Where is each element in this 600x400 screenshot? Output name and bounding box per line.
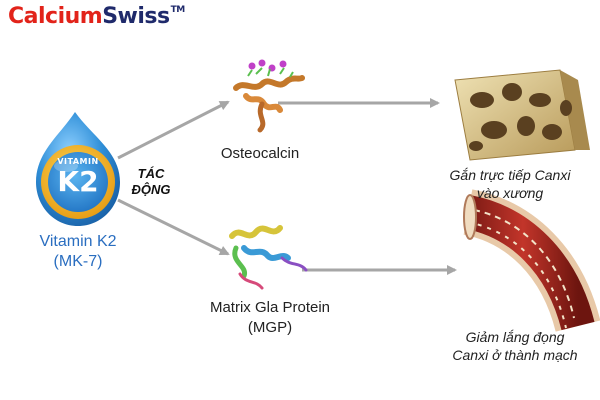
bone-result-line1: Gắn trực tiếp Canxi: [449, 167, 571, 183]
vitamin-k2-drop-icon: [36, 112, 120, 226]
vitamin-badge-main-text: K2: [57, 165, 99, 198]
brand-logo: CalciumSwissTM: [8, 4, 185, 29]
mgp-label: Matrix Gla Protein (MGP): [190, 298, 350, 338]
vitamin-label: Vitamin K2 (MK-7): [28, 232, 128, 272]
vitamin-badge-top-text: VITAMIN: [57, 157, 99, 166]
vitamin-label-line1: Vitamin K2: [39, 233, 117, 250]
arrow-to-mgp: [117, 198, 230, 256]
vessel-result-label: Giảm lắng đọng Canxi ở thành mạch: [430, 328, 600, 364]
osteocalcin-protein-icon: [233, 59, 305, 133]
bone-result-label: Gắn trực tiếp Canxi vào xương: [420, 166, 600, 202]
brand-trademark: TM: [170, 5, 186, 15]
brand-name-part2: Swiss: [102, 4, 170, 29]
action-label-line2: ĐỘNG: [131, 182, 171, 197]
arrow-to-osteocalcin: [117, 100, 230, 160]
mgp-label-line2: (MGP): [247, 319, 293, 336]
mgp-protein-icon: [229, 225, 308, 290]
mgp-label-line1: Matrix Gla Protein: [209, 299, 331, 316]
vessel-result-line2: Canxi ở thành mạch: [452, 347, 578, 363]
brand-name-part1: Calcium: [8, 4, 103, 29]
bone-result-line2: vào xương: [476, 185, 544, 201]
bone-structure-image: [454, 69, 590, 161]
action-label-line1: TÁC: [137, 166, 165, 181]
osteocalcin-label: Osteocalcin: [220, 145, 300, 162]
vitamin-label-line2: (MK-7): [53, 253, 103, 270]
action-label: TÁC ĐỘNG: [116, 166, 186, 198]
vessel-result-line1: Giảm lắng đọng: [465, 329, 565, 345]
blood-vessel-image: [462, 189, 600, 333]
